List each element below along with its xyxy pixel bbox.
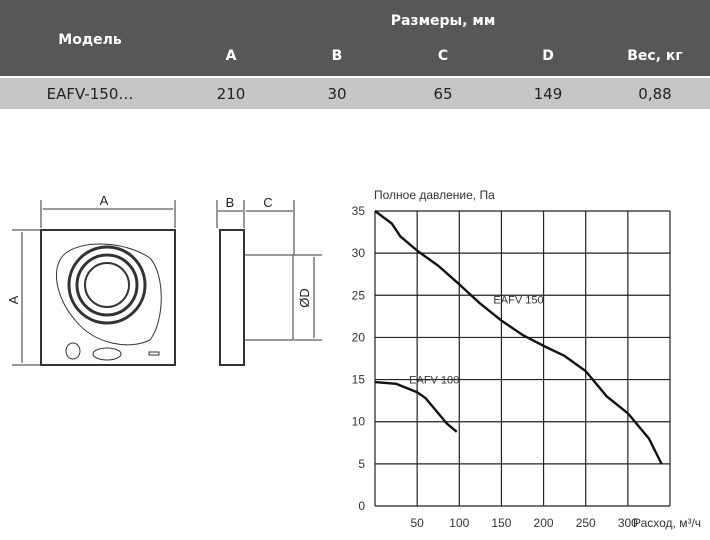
label-b: B xyxy=(226,195,235,210)
col-a: A xyxy=(225,48,237,64)
series-label: EAFV 150 xyxy=(493,295,543,307)
table-header: Модель Размеры, мм A B C D Вес, кг xyxy=(0,0,710,76)
cell-b: 30 xyxy=(327,85,347,103)
y-axis-label: Полное давление, Па xyxy=(374,188,495,202)
label-d: ØD xyxy=(297,288,312,308)
y-tick-label: 0 xyxy=(358,499,365,513)
x-tick-label: 250 xyxy=(576,516,596,530)
dimensions-header: Размеры, мм xyxy=(390,13,496,29)
y-tick-label: 15 xyxy=(352,373,366,387)
cell-weight: 0,88 xyxy=(638,85,672,103)
x-tick-label: 200 xyxy=(534,516,554,530)
col-b: B xyxy=(331,48,343,64)
duct-view xyxy=(244,254,294,341)
x-tick-label: 50 xyxy=(410,516,424,530)
col-weight: Вес, кг xyxy=(627,48,683,64)
y-tick-label: 30 xyxy=(352,246,366,260)
front-view xyxy=(40,229,176,366)
y-tick-label: 25 xyxy=(352,288,366,302)
button xyxy=(65,342,81,360)
grille-center xyxy=(84,262,130,308)
x-tick-label: 300 xyxy=(618,516,638,530)
y-tick-label: 10 xyxy=(352,415,366,429)
x-tick-label: 100 xyxy=(449,516,469,530)
cell-d: 149 xyxy=(533,85,563,103)
label-c: C xyxy=(263,195,272,210)
col-c: C xyxy=(437,48,449,64)
model-header: Модель xyxy=(58,32,122,48)
x-axis-label: Расход, м³/ч xyxy=(633,516,701,530)
x-tick-label: 150 xyxy=(491,516,511,530)
col-d: D xyxy=(542,48,554,64)
series-line-eafv-100 xyxy=(374,380,458,433)
series-label: EAFV 100 xyxy=(409,375,459,387)
series-line-eafv-150 xyxy=(374,210,663,465)
cell-a: 210 xyxy=(216,85,246,103)
y-tick-label: 5 xyxy=(358,457,365,471)
label-a-height: A xyxy=(6,295,21,304)
grille-outline xyxy=(56,243,162,346)
cell-model: EAFV-150… xyxy=(46,85,134,103)
y-tick-label: 35 xyxy=(352,204,366,218)
label-a-width: A xyxy=(100,193,109,208)
grille-outer-ring xyxy=(67,245,147,325)
side-view xyxy=(219,229,245,366)
table-row: EAFV-150… 210 30 65 149 0,88 xyxy=(0,78,710,109)
cell-c: 65 xyxy=(433,85,453,103)
y-tick-label: 20 xyxy=(352,330,366,344)
